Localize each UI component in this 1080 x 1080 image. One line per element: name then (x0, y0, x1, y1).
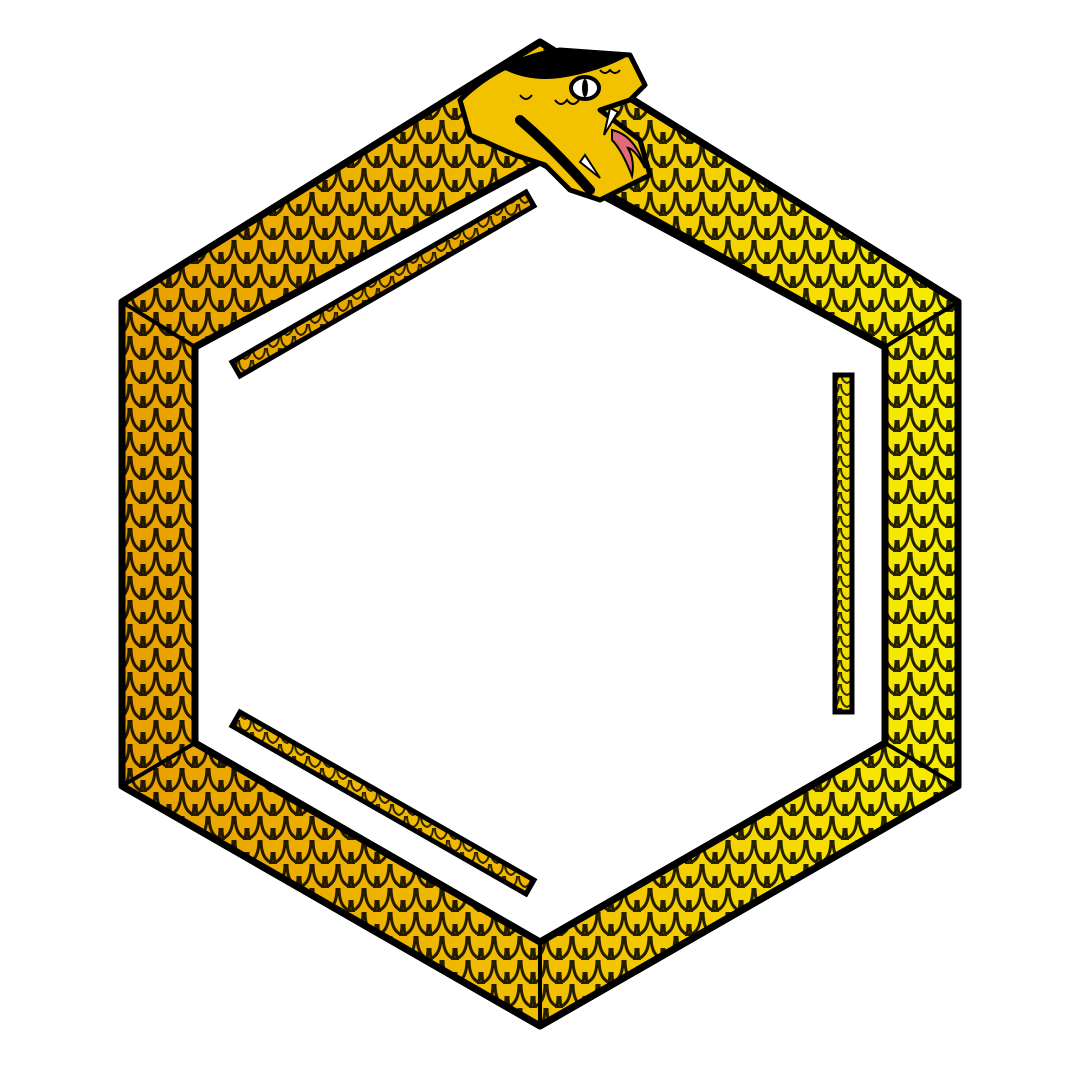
double-bond-right (832, 372, 855, 715)
double-bond-upper-left (228, 188, 538, 380)
eye-icon (569, 75, 601, 101)
tongue-icon (611, 128, 646, 180)
corner-seams (120, 300, 960, 1026)
double-bond-lower-left (228, 708, 538, 898)
fang-icon (578, 106, 620, 179)
snake-head (457, 47, 653, 203)
